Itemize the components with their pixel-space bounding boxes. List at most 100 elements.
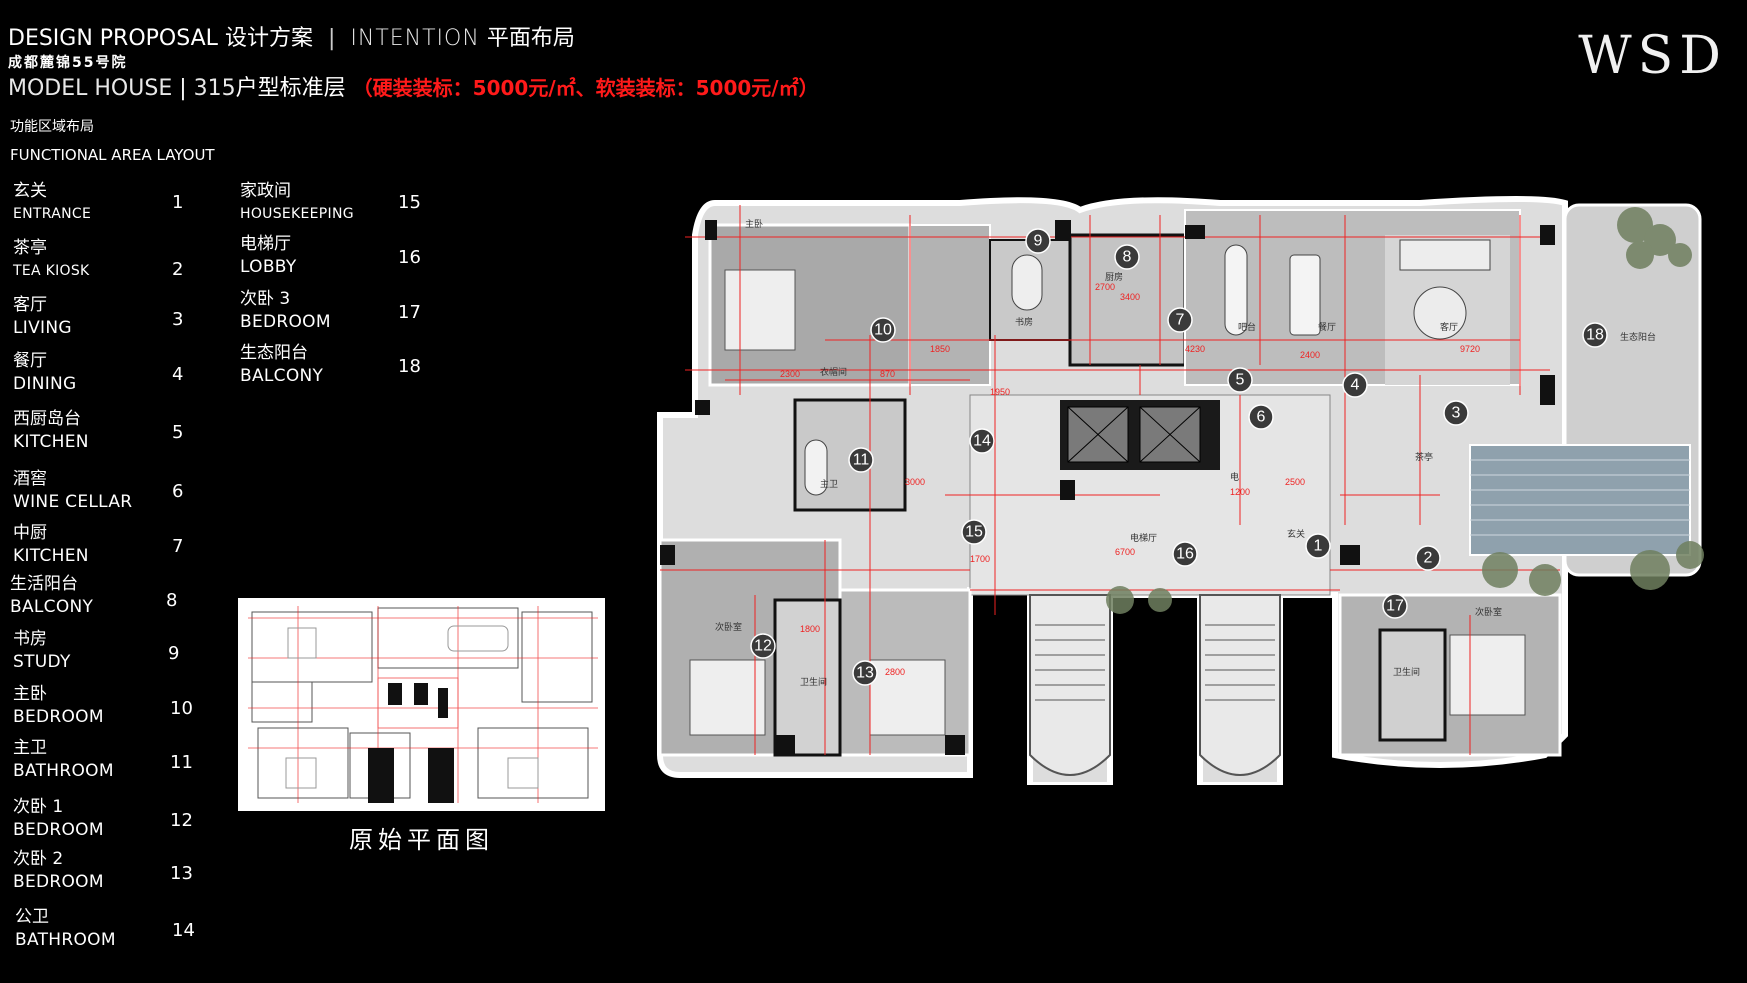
- legend-num: 7: [172, 536, 184, 557]
- room-label: 次卧室: [715, 621, 742, 633]
- dim-label: 4230: [1185, 344, 1205, 354]
- dim-label: 2800: [885, 667, 905, 677]
- dim-label: 1200: [1230, 487, 1250, 497]
- svg-text:9: 9: [1034, 233, 1043, 250]
- dim-label: 1850: [930, 344, 950, 354]
- svg-text:17: 17: [1386, 598, 1404, 615]
- marker-17[interactable]: 17: [1382, 593, 1408, 619]
- budget-note: （硬装装标：5000元/㎡、软装装标：5000元/㎡）: [352, 76, 819, 100]
- room-label: 主卧: [745, 218, 763, 230]
- header-divider: |: [327, 26, 336, 51]
- legend-num: 6: [172, 481, 184, 502]
- marker-7[interactable]: 7: [1167, 307, 1193, 333]
- marker-9[interactable]: 9: [1025, 228, 1051, 254]
- thumbnail-caption: 原始平面图: [349, 826, 494, 854]
- marker-18[interactable]: 18: [1582, 322, 1608, 348]
- section-title-en: FUNCTIONAL AREA LAYOUT: [10, 146, 215, 164]
- room-markers: 1 2 3 4 5 6 7 8 9 10 11 12 13 14 15 16 1…: [750, 228, 1608, 686]
- legend-num: 14: [172, 920, 195, 941]
- header-line-1: DESIGN PROPOSAL 设计方案 | INTENTION 平面布局: [8, 20, 575, 52]
- marker-1[interactable]: 1: [1305, 533, 1331, 559]
- legend-num: 2: [172, 259, 184, 280]
- legend-num: 12: [170, 810, 193, 831]
- marker-15[interactable]: 15: [961, 519, 987, 545]
- svg-text:15: 15: [965, 524, 983, 541]
- room-label: 衣帽间: [820, 366, 847, 378]
- legend-num: 4: [172, 364, 184, 385]
- legend-num: 10: [170, 698, 193, 719]
- floor-plan-drawing: 1850 4230 9720 2400 3400 2700 2300 870 1…: [657, 196, 1704, 788]
- legend-num: 11: [170, 752, 193, 773]
- floor-plan: 1850 4230 9720 2400 3400 2700 2300 870 1…: [640, 195, 1705, 788]
- svg-text:12: 12: [754, 638, 772, 655]
- model-house-title: MODEL HOUSE: [8, 76, 173, 101]
- dim-label: 1800: [800, 624, 820, 634]
- dim-label: 2400: [1300, 350, 1320, 360]
- legend-num: 9: [168, 643, 180, 664]
- marker-12[interactable]: 12: [750, 633, 776, 659]
- original-plan-thumbnail: [238, 598, 605, 811]
- legend-num: 1: [172, 192, 184, 213]
- room-label: 餐厅: [1318, 321, 1336, 333]
- room-label: 生态阳台: [1620, 331, 1656, 343]
- room-label: 卫生间: [800, 676, 827, 688]
- room-label: 次卧室: [1475, 606, 1502, 618]
- marker-5[interactable]: 5: [1227, 367, 1253, 393]
- svg-text:11: 11: [853, 452, 870, 469]
- svg-text:3: 3: [1452, 405, 1461, 422]
- wsd-logo: WSD: [1578, 26, 1727, 86]
- room-label: 主卫: [820, 478, 838, 490]
- design-proposal-title: DESIGN PROPOSAL: [8, 26, 218, 51]
- svg-text:13: 13: [856, 665, 874, 682]
- marker-10[interactable]: 10: [870, 317, 896, 343]
- room-label: 客厅: [1440, 321, 1458, 333]
- room-label: 电梯厅: [1130, 532, 1157, 544]
- marker-4[interactable]: 4: [1342, 372, 1368, 398]
- room-label: 茶亭: [1415, 451, 1433, 463]
- project-name: 成都麓锦55号院: [8, 55, 128, 71]
- marker-13[interactable]: 13: [852, 660, 878, 686]
- room-label: 电: [1230, 471, 1239, 483]
- svg-text:8: 8: [1123, 249, 1132, 266]
- dim-label: 2500: [1285, 477, 1305, 487]
- header-divider-2: |: [179, 76, 187, 101]
- legend-num: 3: [172, 309, 184, 330]
- svg-text:16: 16: [1176, 546, 1194, 563]
- legend-num: 8: [166, 590, 178, 611]
- room-label: 厨房: [1105, 271, 1123, 283]
- dim-label: 3400: [1120, 292, 1140, 302]
- legend-num: 13: [170, 863, 193, 884]
- legend-num: 15: [398, 192, 421, 213]
- marker-14[interactable]: 14: [969, 428, 995, 454]
- marker-8[interactable]: 8: [1114, 244, 1140, 270]
- dim-label: 1700: [970, 554, 990, 564]
- design-proposal-cn: 设计方案: [224, 26, 313, 51]
- marker-3[interactable]: 3: [1443, 400, 1469, 426]
- dim-label: 2700: [1095, 282, 1115, 292]
- marker-11[interactable]: 11: [848, 447, 874, 473]
- marker-6[interactable]: 6: [1248, 404, 1274, 430]
- intention-cn: 平面布局: [486, 26, 575, 51]
- room-label: 玄关: [1287, 528, 1305, 540]
- unit-cn: 户型标准层: [235, 76, 346, 101]
- svg-text:5: 5: [1236, 372, 1245, 389]
- marker-16[interactable]: 16: [1172, 541, 1198, 567]
- marker-2[interactable]: 2: [1415, 545, 1441, 571]
- legend-num: 18: [398, 356, 421, 377]
- original-plan-drawing: [238, 598, 605, 811]
- room-label: 卫生间: [1393, 666, 1420, 678]
